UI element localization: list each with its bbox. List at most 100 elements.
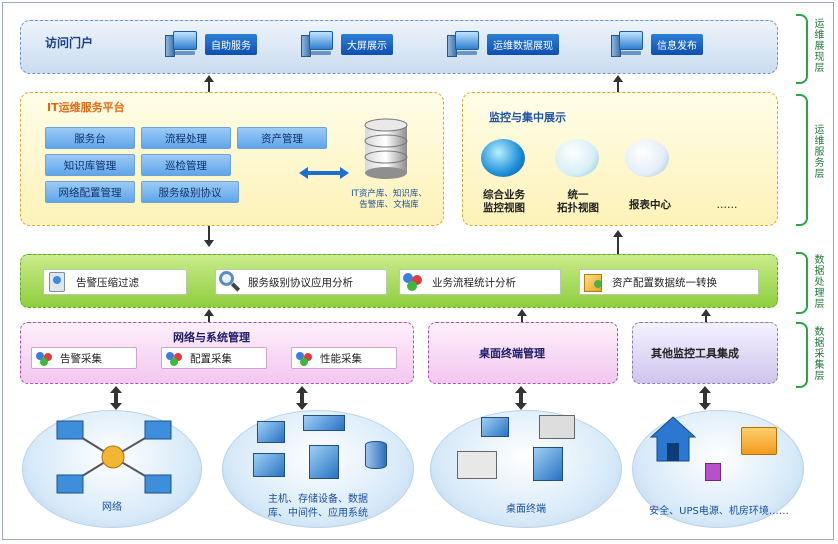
hosts-label-line: 主机、存储设备、数据 xyxy=(268,494,368,505)
module-knowledge[interactable]: 知识库管理 xyxy=(45,154,135,176)
double-arrow-vertical-icon xyxy=(515,386,527,410)
colorful-balls-icon xyxy=(400,270,426,294)
layer-label: 数据处理层 xyxy=(812,254,823,309)
process-asset-conversion[interactable]: 资产配置数据统一转换 xyxy=(579,269,759,295)
arrow-up-icon xyxy=(613,230,623,237)
access-portal-panel: 访问门户 自助服务 大屏展示 运维数据展现 信息发布 xyxy=(20,20,778,74)
hosts-label: 主机、存储设备、数据 库、中间件、应用系统 xyxy=(223,493,413,521)
other-monitoring-tools-panel: 其他监控工具集成 xyxy=(632,322,778,384)
computer-icon xyxy=(163,29,199,59)
database-icon xyxy=(364,118,408,179)
data-processing-panel: 告警压缩过滤 服务级别协议应用分析 业务流程统计分析 资产配置数据统一转换 xyxy=(20,254,778,308)
portal-item-self-service[interactable]: 自助服务 xyxy=(163,29,257,59)
process-alarm-filter[interactable]: 告警压缩过滤 xyxy=(43,269,187,295)
monitor-more-ellipsis: …… xyxy=(716,199,738,211)
desktop-resource-ellipse: 桌面终端 xyxy=(430,410,622,528)
double-arrow-icon xyxy=(299,167,349,179)
desktop-terminal-mgmt-panel: 桌面终端管理 xyxy=(428,322,618,384)
hosts-label-line: 库、中间件、应用系统 xyxy=(268,508,368,519)
arrow-up-icon xyxy=(613,75,623,82)
ups-box-icon xyxy=(741,427,777,455)
portal-item-big-screen[interactable]: 大屏展示 xyxy=(299,29,393,59)
monitor-item-label: 综合业务 xyxy=(483,189,525,201)
layer-label: 运维服务层 xyxy=(812,124,823,179)
portal-item-label: 信息发布 xyxy=(651,33,703,55)
portal-item-info-publish[interactable]: 信息发布 xyxy=(609,29,703,59)
it-service-platform-panel: IT运维服务平台 服务台 流程处理 资产管理 知识库管理 巡检管理 网络配置管理… xyxy=(20,92,444,226)
topology-icon xyxy=(555,139,599,177)
box-icon xyxy=(580,270,606,294)
module-sla[interactable]: 服务级别协议 xyxy=(141,181,239,203)
module-process[interactable]: 流程处理 xyxy=(141,127,231,149)
database-caption-line: 告警库、文档库 xyxy=(359,200,419,210)
process-label: 资产配置数据统一转换 xyxy=(612,276,717,289)
process-sla-analysis[interactable]: 服务级别协议应用分析 xyxy=(215,269,387,295)
collect-label: 性能采集 xyxy=(320,352,362,365)
monitor-item-business-view[interactable]: 综合业务 监控视图 xyxy=(469,189,539,215)
connector-line xyxy=(521,316,523,322)
process-workflow-stats[interactable]: 业务流程统计分析 xyxy=(399,269,561,295)
connector-line xyxy=(705,316,707,322)
monitor-title: 监控与集中展示 xyxy=(489,111,566,124)
connector-line xyxy=(617,237,619,254)
network-label: 网络 xyxy=(102,502,122,513)
double-arrow-vertical-icon xyxy=(296,386,308,410)
portal-item-ops-data[interactable]: 运维数据展现 xyxy=(445,29,559,59)
network-resource-ellipse: 网络 xyxy=(22,410,202,528)
report-icon xyxy=(625,139,669,177)
security-shield-icon xyxy=(705,463,721,481)
hosts-resource-ellipse: 主机、存储设备、数据 库、中间件、应用系统 xyxy=(222,410,414,528)
connector-line xyxy=(208,82,210,92)
monitor-item-report-center[interactable]: 报表中心 xyxy=(629,199,671,211)
layer-brace xyxy=(796,14,808,84)
magnifier-icon xyxy=(216,270,242,294)
module-inspection[interactable]: 巡检管理 xyxy=(141,154,231,176)
portal-title: 访问门户 xyxy=(45,36,94,50)
connector-line xyxy=(208,316,210,322)
storage-icon xyxy=(303,415,345,431)
portal-item-label: 大屏展示 xyxy=(341,33,393,55)
colorful-balls-icon xyxy=(36,350,54,366)
monitor-item-topology-view[interactable]: 统一 拓扑视图 xyxy=(543,189,613,215)
pc-icon xyxy=(533,447,563,481)
arrow-up-icon xyxy=(204,75,214,82)
collect-performance[interactable]: 性能采集 xyxy=(291,347,397,369)
database-icon xyxy=(365,441,387,469)
arrow-down-icon xyxy=(204,240,214,247)
database-caption-line: IT资产库、知识库、 xyxy=(351,189,427,199)
infra-resource-ellipse: 安全、UPS电源、机房环境…… xyxy=(632,410,804,528)
house-icon xyxy=(649,416,697,462)
monitor-item-label: 监控视图 xyxy=(483,202,525,214)
arrow-up-icon xyxy=(701,309,711,316)
laptop-icon xyxy=(457,451,497,479)
collect-alarm[interactable]: 告警采集 xyxy=(31,347,137,369)
platform-title: IT运维服务平台 xyxy=(47,101,125,114)
collect-config[interactable]: 配置采集 xyxy=(161,347,267,369)
collect-label: 告警采集 xyxy=(60,352,102,365)
globe-icon xyxy=(481,139,525,177)
portal-item-label: 运维数据展现 xyxy=(487,33,559,55)
colorful-balls-icon xyxy=(166,350,184,366)
layer-brace xyxy=(796,322,808,388)
laptop-icon xyxy=(539,415,575,439)
network-system-mgmt-panel: 网络与系统管理 告警采集 配置采集 性能采集 xyxy=(20,322,414,384)
desktop-mgmt-title: 桌面终端管理 xyxy=(479,347,545,360)
double-arrow-vertical-icon xyxy=(110,386,122,410)
network-mgmt-title: 网络与系统管理 xyxy=(173,331,250,344)
process-label: 服务级别协议应用分析 xyxy=(248,276,353,289)
server-icon xyxy=(257,421,285,443)
module-service-desk[interactable]: 服务台 xyxy=(45,127,135,149)
process-label: 业务流程统计分析 xyxy=(432,276,516,289)
layer-label: 运维展现层 xyxy=(812,18,823,73)
layer-presentation: 运维展现层 xyxy=(796,14,824,84)
pc-icon xyxy=(481,417,509,437)
arrow-up-icon xyxy=(204,309,214,316)
module-network-config[interactable]: 网络配置管理 xyxy=(45,181,135,203)
module-asset[interactable]: 资产管理 xyxy=(237,127,327,149)
layer-service: 运维服务层 xyxy=(796,94,824,226)
server-icon xyxy=(253,453,285,477)
desktop-label: 桌面终端 xyxy=(506,504,546,515)
arrow-up-icon xyxy=(517,309,527,316)
layer-collection: 数据采集层 xyxy=(796,322,824,392)
layer-brace xyxy=(796,94,808,226)
